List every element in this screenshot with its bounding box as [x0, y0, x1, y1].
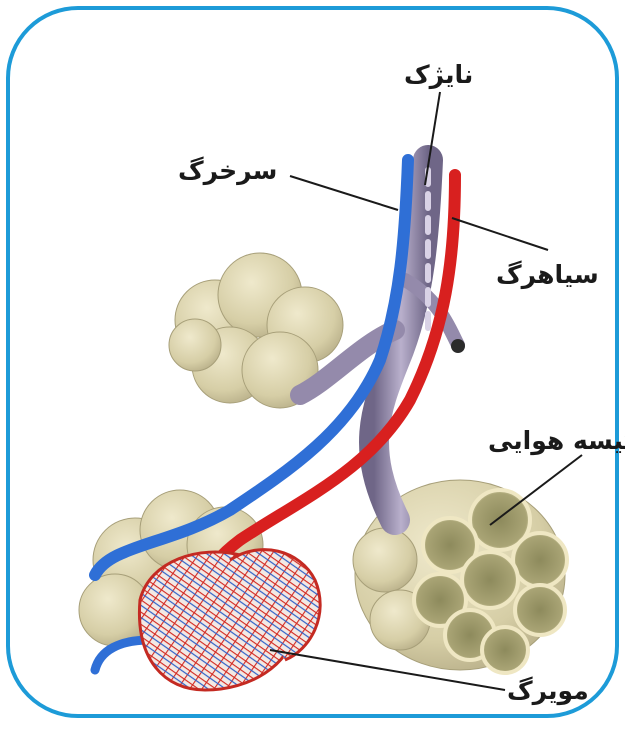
label-alveoli: کیسه هوایی	[488, 428, 625, 453]
label-capillary: مویرگ	[507, 678, 589, 703]
label-bronchiole: نایژک	[404, 62, 473, 87]
label-artery: سرخرگ	[178, 158, 277, 183]
label-vein: سیاهرگ	[496, 262, 599, 287]
